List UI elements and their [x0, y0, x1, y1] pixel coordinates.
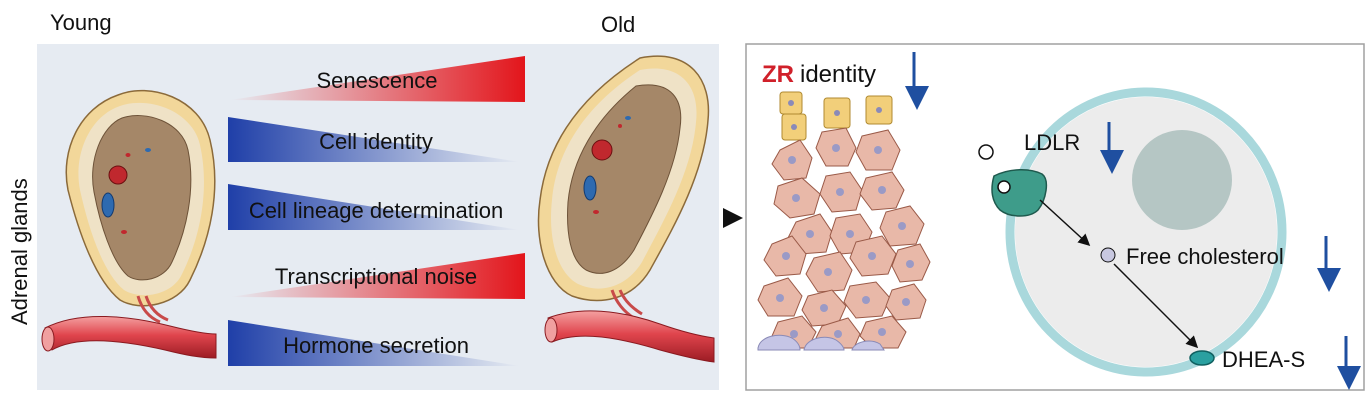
trend-label: Transcriptional noise [275, 264, 477, 289]
free-cholesterol-dot [1100, 247, 1116, 263]
decrease-wedge [228, 117, 520, 162]
ldl-particle [978, 144, 994, 160]
trend-hormone-secretion: Hormone secretion [228, 320, 520, 366]
increase-wedge [230, 56, 525, 102]
old-adrenal-gland [537, 55, 710, 320]
trend-label: Senescence [316, 68, 437, 93]
increase-wedge [230, 253, 525, 299]
decrease-wedge [228, 184, 520, 230]
zr-nuclei [776, 144, 914, 338]
trend-senescence: Senescence [230, 56, 525, 102]
trend-label: Cell lineage determination [249, 198, 503, 223]
dhea-s-label: DHEA-S [1222, 347, 1305, 372]
trend-cell-identity: Cell identity [228, 117, 520, 162]
old-blood-vessel [544, 310, 715, 363]
dhea-s-icon [1189, 350, 1215, 366]
young-adrenal-gland [65, 89, 216, 324]
nucleus [1132, 130, 1232, 230]
trend-label: Hormone secretion [283, 333, 469, 358]
cell-membrane [1005, 87, 1287, 377]
zr-cell-tissue [757, 91, 931, 351]
cholesterol-to-dhea-arrow [1113, 263, 1199, 349]
young-blood-vessel [41, 316, 217, 359]
ldlr-receptor [978, 144, 1048, 217]
trend-transcriptional-noise: Transcriptional noise [230, 253, 525, 299]
ldlr-icon [991, 169, 1048, 217]
capsule-nuclei [788, 100, 882, 130]
identity-word: identity [800, 61, 876, 88]
free-cholesterol-label: Free cholesterol [1126, 244, 1284, 269]
adrenal-glands-label: Adrenal glands [7, 178, 32, 325]
ldlr-label: LDLR [1024, 130, 1080, 155]
ldlr-to-cholesterol-arrow [1039, 199, 1091, 247]
decrease-wedge [228, 320, 520, 366]
trend-label: Cell identity [319, 129, 433, 154]
young-label: Young [50, 10, 112, 35]
trend-cell-lineage-determination: Cell lineage determination [228, 184, 520, 230]
zr-abbreviation: ZR [762, 61, 794, 88]
medulla-cells [757, 334, 885, 351]
target-cell [1005, 87, 1287, 377]
old-label: Old [601, 12, 635, 37]
